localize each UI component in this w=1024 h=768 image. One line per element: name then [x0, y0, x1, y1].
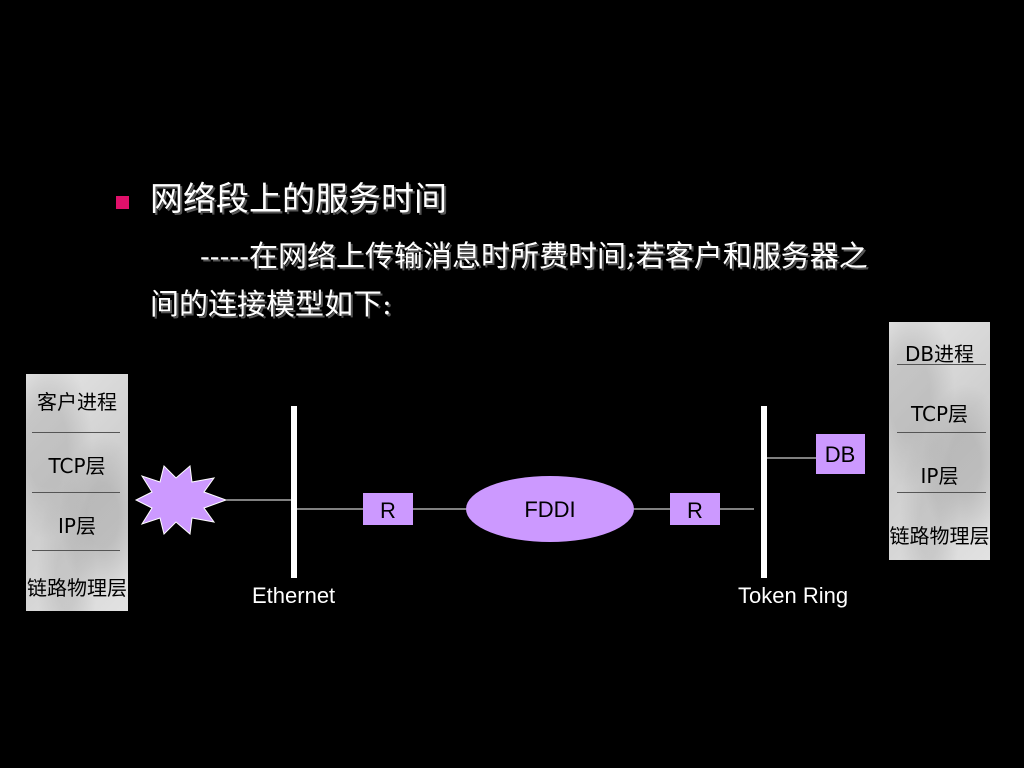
server-protocol-stack: DB进程 TCP层 IP层 链路物理层 [889, 322, 990, 560]
client-stack-divider [32, 550, 120, 551]
token-ring-label: Token Ring [738, 583, 849, 608]
server-stack-tcp: TCP层 [910, 402, 969, 426]
router-left [363, 493, 413, 525]
description-line-2: 间的连接模型如下: [150, 287, 392, 321]
ethernet-bus [291, 406, 297, 578]
client-stack-link: 链路物理层 [27, 576, 127, 600]
db-server-node [816, 434, 865, 474]
client-protocol-stack: 客户进程 TCP层 IP层 链路物理层 [26, 374, 128, 611]
server-stack-ip: IP层 [920, 464, 959, 488]
server-stack-divider [897, 364, 986, 365]
router-left-label: R [380, 498, 396, 523]
ethernet-label: Ethernet [252, 583, 336, 608]
description-line-1: -----在网络上传输消息时所费时间;若客户和服务器之 [200, 239, 868, 273]
db-label: DB [825, 442, 856, 467]
bullet-marker [116, 196, 129, 209]
slide-heading: 网络段上的服务时间 [150, 179, 447, 218]
router-right [670, 493, 720, 525]
server-stack-process: DB进程 [904, 342, 975, 366]
client-stack-ip: IP层 [58, 514, 96, 538]
token-ring-bus [761, 406, 767, 578]
server-stack-divider [897, 492, 986, 493]
client-stack-divider [32, 432, 120, 433]
client-stack-tcp: TCP层 [48, 454, 106, 478]
client-stack-process: 客户进程 [37, 390, 117, 414]
fddi-ring [466, 476, 634, 542]
client-cloud-icon [134, 465, 228, 535]
client-stack-divider [32, 492, 120, 493]
router-right-label: R [687, 498, 703, 523]
server-stack-link: 链路物理层 [889, 524, 990, 548]
fddi-label: FDDI [524, 497, 575, 522]
server-stack-divider [897, 432, 986, 433]
